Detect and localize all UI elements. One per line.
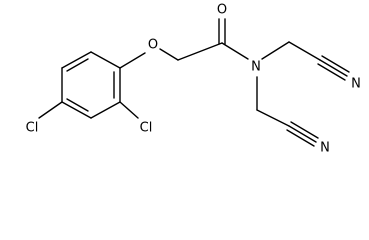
bond-n-ch2-top — [261, 41, 290, 60]
bond-o-ch2 — [159, 48, 179, 61]
atom-label-oxygen-ether: O — [148, 38, 158, 53]
triple-bond-line — [321, 55, 350, 73]
triple-bond-line — [286, 129, 315, 147]
ring-bond — [90, 101, 121, 119]
atom-label-nitrogen-nitrile-bottom: N — [320, 141, 330, 156]
triple-bond-line — [317, 63, 346, 81]
atom-label-chlorine-ortho: Cl — [140, 121, 153, 136]
atom-label-oxygen-carbonyl: O — [217, 3, 227, 18]
atom-label-nitrogen-amide: N — [251, 60, 261, 75]
bond-c2-cl — [119, 101, 139, 119]
bond-carbonyl-n — [221, 42, 249, 60]
ring-bond — [61, 101, 92, 119]
nitrile-triple-bond-top — [317, 55, 350, 81]
ring-double-bond — [66, 58, 89, 72]
chemical-structure: O O N N N Cl Cl — [26, 3, 361, 156]
bond-c4-cl — [38, 101, 63, 119]
bond-ch2-c-top — [288, 41, 321, 61]
bond-ch2-carbonyl — [177, 42, 223, 61]
benzene-ring — [61, 51, 121, 119]
ring-bond — [61, 51, 92, 69]
atom-label-chlorine-para: Cl — [26, 121, 39, 136]
triple-bond-line — [290, 121, 319, 139]
bond-ch2-c-bottom — [256, 109, 290, 127]
bond-c1-o — [119, 52, 146, 69]
ring-double-bond — [66, 98, 89, 112]
ring-bond — [90, 51, 121, 69]
nitrile-triple-bond-bottom — [286, 121, 319, 147]
triple-bond-line — [288, 125, 317, 143]
triple-bond-line — [319, 59, 348, 77]
atom-label-nitrogen-nitrile-top: N — [351, 77, 361, 92]
